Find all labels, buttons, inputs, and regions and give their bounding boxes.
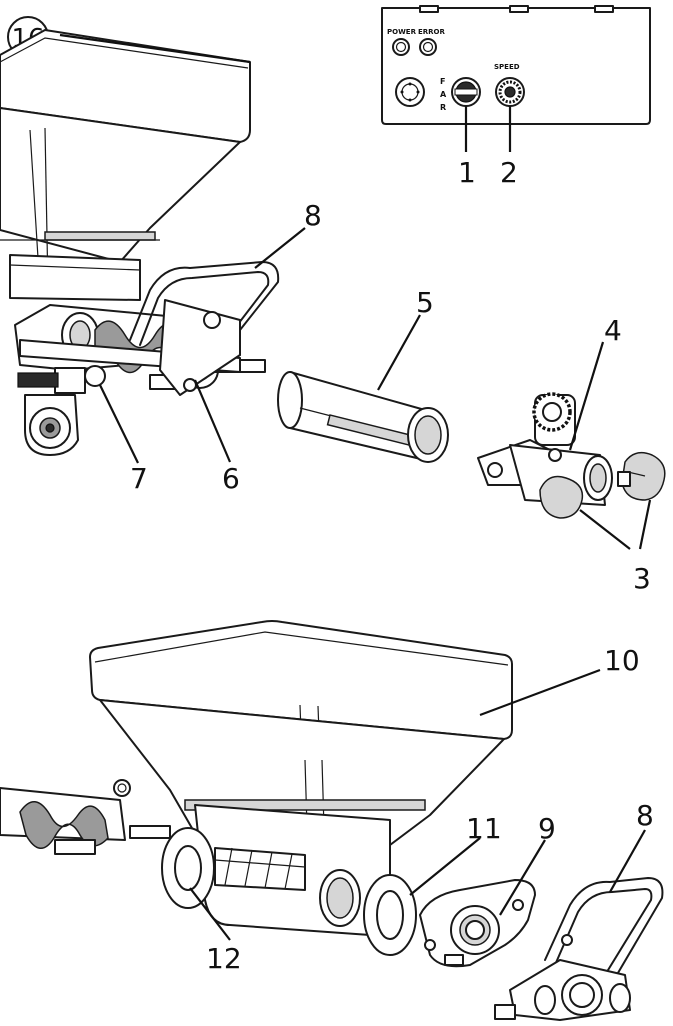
- bracket-handle-bottom: [494, 877, 664, 1021]
- callout-8-bottom: 8: [636, 799, 654, 832]
- upper-hopper: [0, 29, 251, 301]
- flange-plate: [419, 879, 536, 968]
- safety-grid: [214, 847, 306, 891]
- callout-8-top: 8: [304, 199, 322, 232]
- lower-hopper: [89, 620, 513, 936]
- caster-wheel: [17, 365, 106, 456]
- direction-switch-knob: [451, 77, 481, 107]
- callout-9: 9: [538, 812, 556, 845]
- callout-1: 1: [458, 156, 476, 189]
- speed-dial-knob: [495, 77, 525, 107]
- callout-11: 11: [466, 812, 502, 845]
- control-panel: POWER ERROR SPEED F A R: [381, 5, 651, 125]
- callout-6: 6: [222, 462, 240, 495]
- callout-12: 12: [206, 942, 242, 975]
- gasket-ring-left: [161, 827, 215, 909]
- error-label: ERROR: [418, 28, 446, 36]
- callout-10: 10: [604, 644, 640, 677]
- power-label: POWER: [387, 28, 417, 36]
- callout-3: 3: [633, 562, 651, 595]
- leader-lines: [59, 33, 652, 941]
- power-indicator-light: [392, 38, 410, 56]
- direction-r-label: R: [440, 103, 446, 112]
- error-indicator-light: [419, 38, 437, 56]
- callout-4: 4: [604, 314, 622, 347]
- gasket-ring-right: [363, 874, 417, 956]
- callout-labels: 1 2 3 4 5 6 7 8 8 9 10 11 12: [130, 156, 654, 975]
- outlet-head-assembly: [477, 392, 666, 519]
- callout-2: 2: [500, 156, 518, 189]
- speed-label: SPEED: [494, 63, 520, 71]
- direction-a-label: A: [440, 90, 447, 99]
- callout-5: 5: [416, 286, 434, 319]
- direction-f-label: F: [440, 77, 445, 86]
- bracket-handle-top: [129, 261, 280, 396]
- callout-7: 7: [130, 462, 148, 495]
- stator-sleeve: [277, 371, 449, 463]
- lower-auger: [0, 779, 171, 855]
- socket-connector-icon: [395, 77, 425, 107]
